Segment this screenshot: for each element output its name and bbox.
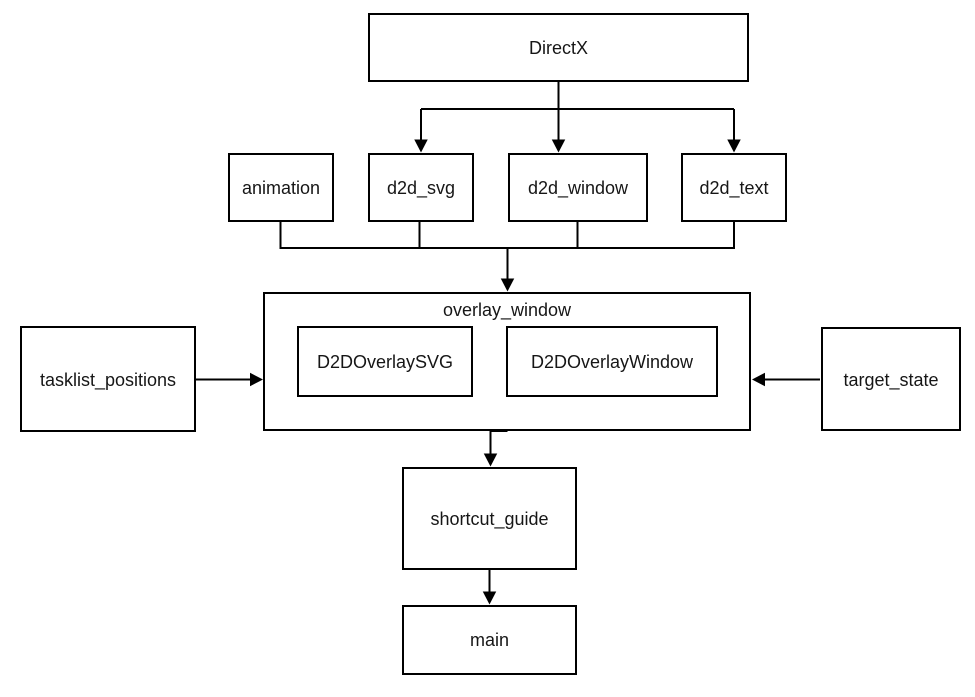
svg-text:tasklist_positions: tasklist_positions bbox=[40, 370, 176, 391]
svg-text:DirectX: DirectX bbox=[529, 38, 588, 58]
svg-text:animation: animation bbox=[242, 178, 320, 198]
svg-text:shortcut_guide: shortcut_guide bbox=[430, 509, 548, 530]
svg-text:d2d_svg: d2d_svg bbox=[387, 178, 455, 199]
svg-text:d2d_window: d2d_window bbox=[528, 178, 629, 199]
svg-text:main: main bbox=[470, 630, 509, 650]
svg-text:D2DOverlayWindow: D2DOverlayWindow bbox=[531, 352, 694, 372]
svg-text:D2DOverlaySVG: D2DOverlaySVG bbox=[317, 352, 453, 372]
svg-text:overlay_window: overlay_window bbox=[443, 300, 572, 321]
svg-text:d2d_text: d2d_text bbox=[699, 178, 768, 199]
svg-text:target_state: target_state bbox=[843, 370, 938, 391]
